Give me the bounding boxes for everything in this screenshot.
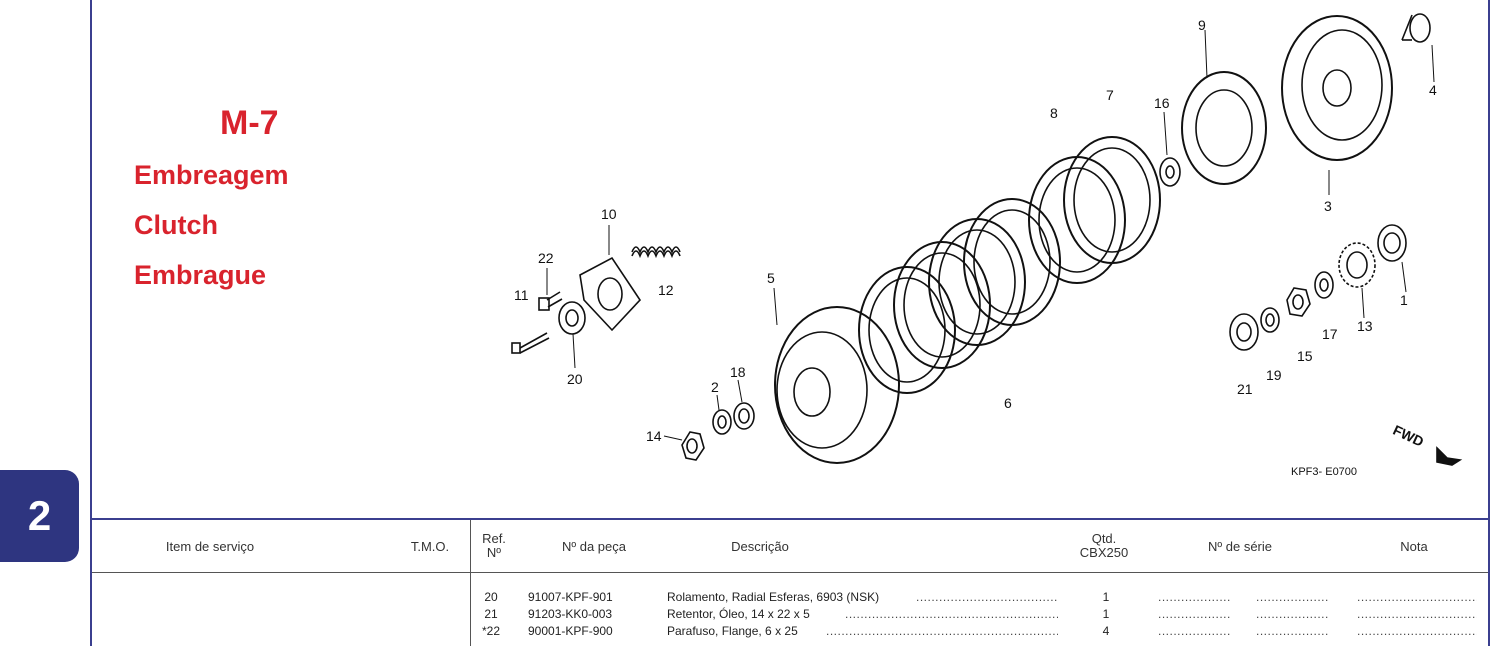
part-bearing-20 [558, 301, 586, 369]
row-description: Rolamento, Radial Esferas, 6903 (NSK) [667, 590, 880, 604]
callout-16: 16 [1154, 95, 1170, 111]
part-collar-4 [1401, 13, 1435, 83]
table-header-divider [92, 572, 1488, 573]
row-ref: 20 [484, 590, 498, 604]
row-qty: 4 [1102, 624, 1110, 638]
exploded-view-diagram: 1 2 3 4 5 6 7 8 9 10 11 12 13 14 15 16 1… [92, 0, 1488, 518]
callout-12: 12 [658, 282, 674, 298]
callout-21: 21 [1237, 381, 1253, 397]
chapter-tab[interactable]: 2 [0, 470, 79, 562]
callout-9: 9 [1198, 17, 1206, 33]
callout-18: 18 [730, 364, 746, 380]
header-qty-line1: Qtd. [1091, 531, 1117, 546]
header-description: Descrição [731, 539, 789, 554]
header-ref-line1: Ref. [482, 531, 506, 546]
row-part-number: 91007-KPF-901 [528, 590, 613, 604]
part-gear-13 [1338, 242, 1376, 319]
callout-14: 14 [646, 428, 662, 444]
part-bearing-1 [1377, 224, 1407, 293]
serial-to-dots: .............................. [1256, 590, 1328, 604]
part-clutch-hub-5 [773, 287, 900, 464]
callout-10: 10 [601, 206, 617, 222]
diagram-code: KPF3- E0700 [1291, 466, 1357, 478]
callout-2: 2 [711, 379, 719, 395]
title-english: Clutch [134, 210, 218, 240]
part-plate-10 [579, 225, 642, 332]
part-friction-discs-8-7 [1028, 136, 1161, 284]
note-dots: ........................................… [1357, 624, 1477, 638]
serial-from-dots: .............................. [1158, 590, 1230, 604]
part-washer-17 [1314, 271, 1334, 299]
callout-15: 15 [1297, 348, 1313, 364]
chapter-number: 2 [27, 492, 52, 539]
fwd-label: FWD [1391, 422, 1427, 450]
row-ref: *22 [481, 624, 501, 638]
header-tmo: T.M.O. [410, 539, 450, 554]
row-part-number: 91203-KK0-003 [528, 607, 613, 621]
table-column-divider [470, 520, 471, 646]
serial-to-dots: .............................. [1256, 624, 1328, 638]
part-spring-12 [631, 246, 681, 259]
note-dots: ........................................… [1357, 607, 1477, 621]
header-serial: Nº de série [1208, 539, 1272, 554]
title-spanish: Embrague [134, 260, 267, 290]
callout-5: 5 [767, 270, 775, 286]
callout-8a: 8 [1050, 105, 1058, 121]
callout-6: 6 [1004, 395, 1012, 411]
part-oil-seal-21 [1229, 313, 1259, 351]
part-washer-16 [1159, 111, 1181, 187]
callout-19: 19 [1266, 367, 1282, 383]
header-part-no: Nº da peça [561, 539, 626, 554]
part-washer-18 [733, 379, 755, 430]
row-description: Parafuso, Flange, 6 x 25 [667, 624, 798, 638]
part-bolt-11 [511, 332, 550, 354]
serial-from-dots: .............................. [1158, 624, 1230, 638]
part-washer-2 [712, 394, 732, 435]
section-code: M-7 [220, 104, 279, 142]
part-lock-washer-19 [1260, 307, 1280, 333]
row-qty: 1 [1102, 607, 1110, 621]
callout-11: 11 [514, 287, 529, 303]
callout-3: 3 [1324, 198, 1332, 214]
row-leader-dots: ........................................… [845, 607, 1058, 621]
header-qty: Qtd. CBX250 [1064, 532, 1144, 560]
title-portuguese: Embreagem [134, 160, 289, 190]
row-part-number: 90001-KPF-900 [528, 624, 613, 638]
fwd-arrow-icon [1436, 446, 1463, 466]
callout-20: 20 [567, 371, 583, 387]
row-description: Retentor, Óleo, 14 x 22 x 5 [667, 607, 810, 621]
row-leader-dots: ........................................… [916, 590, 1058, 604]
part-friction-discs-7-8 [858, 198, 1061, 394]
serial-to-dots: .............................. [1256, 607, 1328, 621]
header-service-item: Item de serviço [165, 539, 255, 554]
callout-13: 13 [1357, 318, 1373, 334]
callout-7a: 7 [1106, 87, 1114, 103]
header-qty-line2: CBX250 [1079, 545, 1129, 560]
callout-1: 1 [1400, 292, 1408, 308]
serial-from-dots: .............................. [1158, 607, 1230, 621]
page-frame [90, 0, 1490, 646]
part-nut-15 [1286, 287, 1311, 317]
callout-4: 4 [1429, 82, 1437, 98]
callout-22: 22 [538, 250, 554, 266]
row-ref: 21 [484, 607, 498, 621]
callout-17: 17 [1322, 326, 1338, 342]
note-dots: ........................................… [1357, 590, 1477, 604]
table-top-border [90, 518, 1490, 520]
row-leader-dots: ........................................… [826, 624, 1058, 638]
header-ref: Ref. Nº [474, 532, 514, 560]
part-pressure-plate-9 [1181, 29, 1267, 185]
part-nut-14 [663, 431, 705, 461]
part-clutch-outer-3 [1281, 15, 1393, 195]
header-ref-line2: Nº [486, 545, 502, 560]
part-bolt-22 [538, 268, 563, 311]
row-qty: 1 [1102, 590, 1110, 604]
header-note: Nota [1400, 539, 1428, 554]
